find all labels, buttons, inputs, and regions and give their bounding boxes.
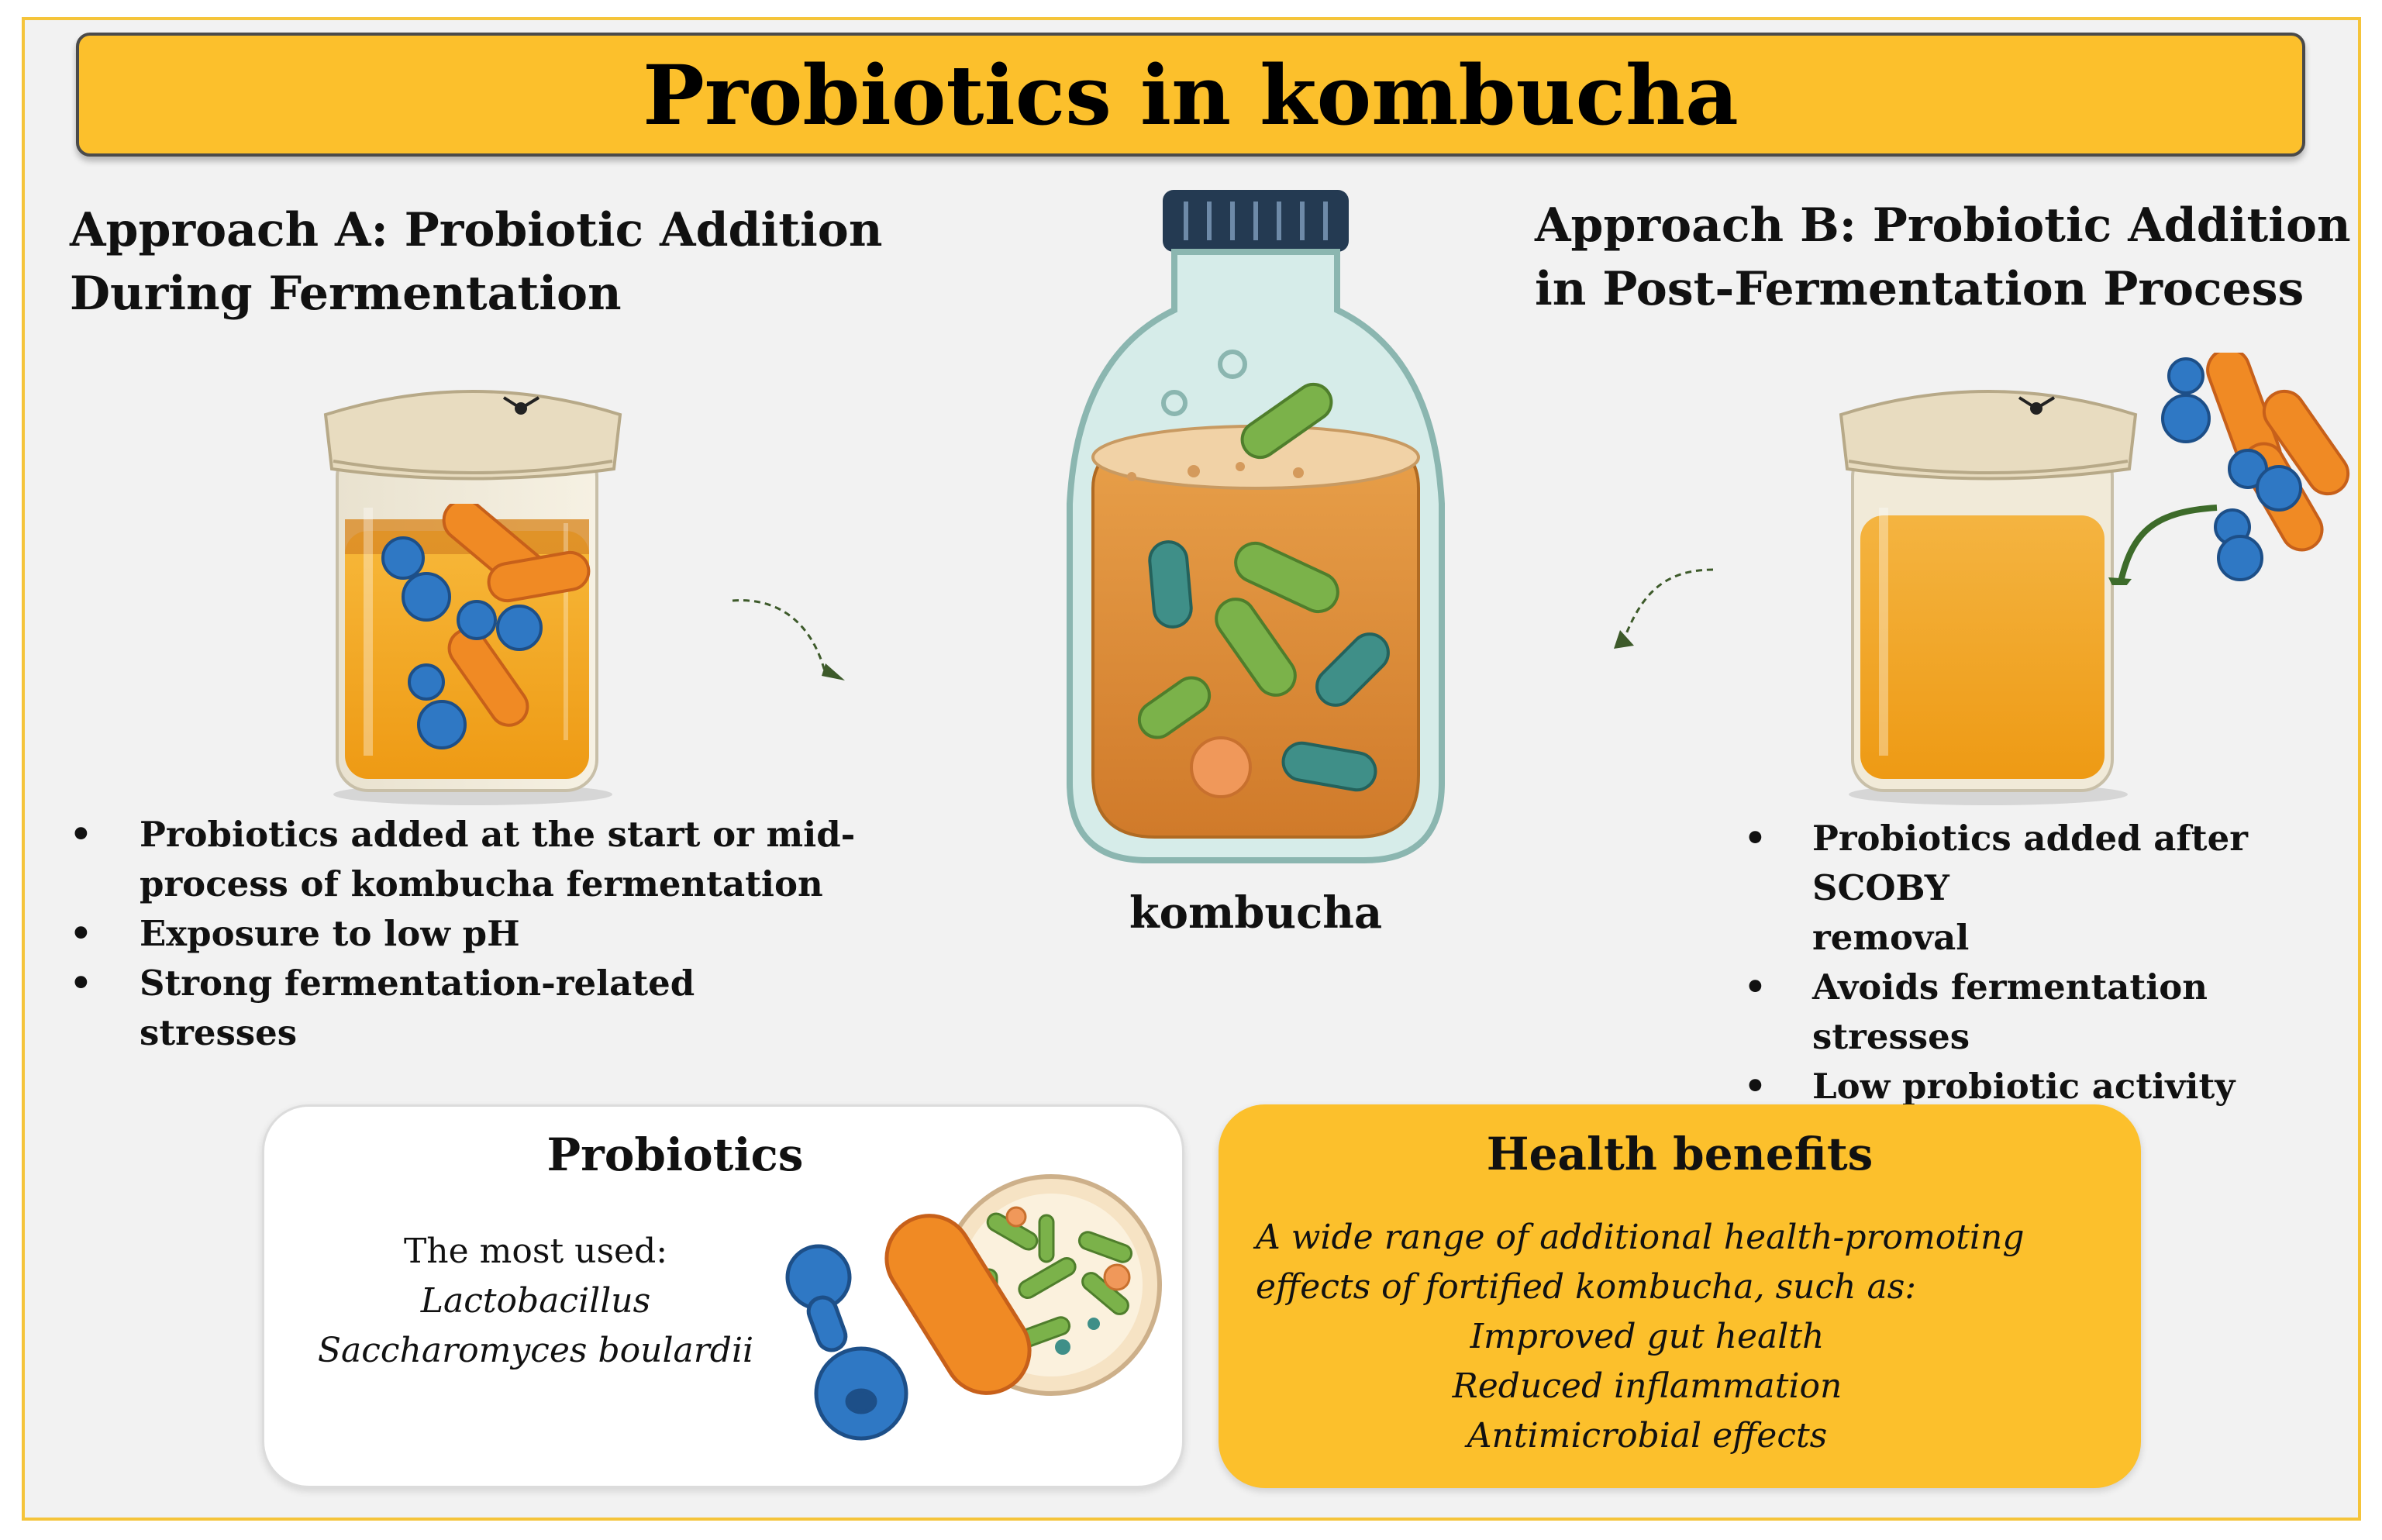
title-banner: Probiotics in kombucha: [76, 33, 2305, 157]
probiotic-item-saccharomyces: Saccharomyces boulardii: [317, 1331, 754, 1370]
benefit-item: Improved gut health: [1470, 1317, 1825, 1356]
health-benefits-card: Health benefits A wide range of addition…: [1219, 1104, 2141, 1488]
approach-b-heading-line2: in Post-Fermentation Process: [1535, 262, 2304, 316]
approach-b-heading: Approach B: Probiotic Addition in Post-F…: [1535, 194, 2351, 321]
bullet-icon: •: [70, 913, 92, 954]
bullet-icon: •: [70, 814, 92, 855]
health-benefits-title: Health benefits: [1486, 1128, 1874, 1180]
yeast-icon: [2161, 357, 2302, 581]
lactobacillus-icon: [442, 504, 591, 727]
lactobacillus-icon: [884, 1214, 1032, 1395]
probiotics-text: The most used: Lactobacillus Saccharomyc…: [311, 1227, 760, 1376]
kombucha-label: kombucha: [1129, 887, 1383, 939]
benefits-intro-line2: effects of fortified kombucha, such as:: [1256, 1267, 1917, 1307]
list-item: •Exposure to low pH: [70, 909, 860, 959]
approach-b-heading-line1: Approach B: Probiotic Addition: [1535, 198, 2351, 253]
kombucha-bottle-illustration: [1067, 190, 1445, 863]
probiotics-intro: The most used:: [403, 1232, 668, 1271]
bullet-icon: •: [1744, 818, 1767, 859]
jar-b-illustration: [1839, 390, 2138, 805]
probiotic-item-lactobacillus: Lactobacillus: [420, 1281, 651, 1321]
page-title: Probiotics in kombucha: [643, 46, 1739, 143]
approach-a-heading: Approach A: Probiotic Addition During Fe…: [70, 198, 882, 326]
list-item: •Probiotics added at the start or mid-: [70, 810, 860, 860]
jar-b-microbes: [2108, 353, 2350, 585]
list-item: •Probiotics added after SCOBY: [1744, 814, 2372, 913]
arrow-a-to-center: [732, 599, 845, 680]
health-benefits-text: A wide range of additional health-promot…: [1256, 1213, 2039, 1461]
bullet-icon: •: [1744, 966, 1767, 1008]
list-item-continuation: process of kombucha fermentation: [140, 863, 823, 904]
list-item: •Avoids fermentation stresses: [1744, 963, 2372, 1062]
list-item-continuation: removal: [1812, 917, 1970, 958]
approach-b-bullets: •Probiotics added after SCOBY removal •A…: [1744, 814, 2372, 1111]
jar-a-microbes: [381, 504, 591, 749]
approach-a-bullets: •Probiotics added at the start or mid- p…: [70, 810, 860, 1058]
probiotics-title: Probiotics: [546, 1128, 804, 1181]
bullet-icon: •: [1744, 1066, 1767, 1107]
yeast-icon: [785, 1244, 908, 1441]
list-item: •Low probiotic activity: [1744, 1062, 2372, 1111]
approach-a-heading-line1: Approach A: Probiotic Addition: [70, 203, 883, 257]
benefit-item: Antimicrobial effects: [1467, 1416, 1828, 1456]
probiotics-illustration: [785, 1174, 1162, 1441]
yeast-icon: [381, 536, 543, 749]
arrow-b-to-center: [1614, 568, 1714, 649]
list-item: •Strong fermentation-related stresses: [70, 959, 860, 1058]
approach-a-heading-line2: During Fermentation: [70, 267, 622, 321]
probiotics-card: Probiotics The most used: Lactobacillus …: [262, 1104, 1184, 1488]
benefit-item: Reduced inflammation: [1452, 1366, 1843, 1406]
bullet-icon: •: [70, 963, 92, 1004]
benefits-intro-line1: A wide range of additional health-promot…: [1256, 1218, 2025, 1257]
